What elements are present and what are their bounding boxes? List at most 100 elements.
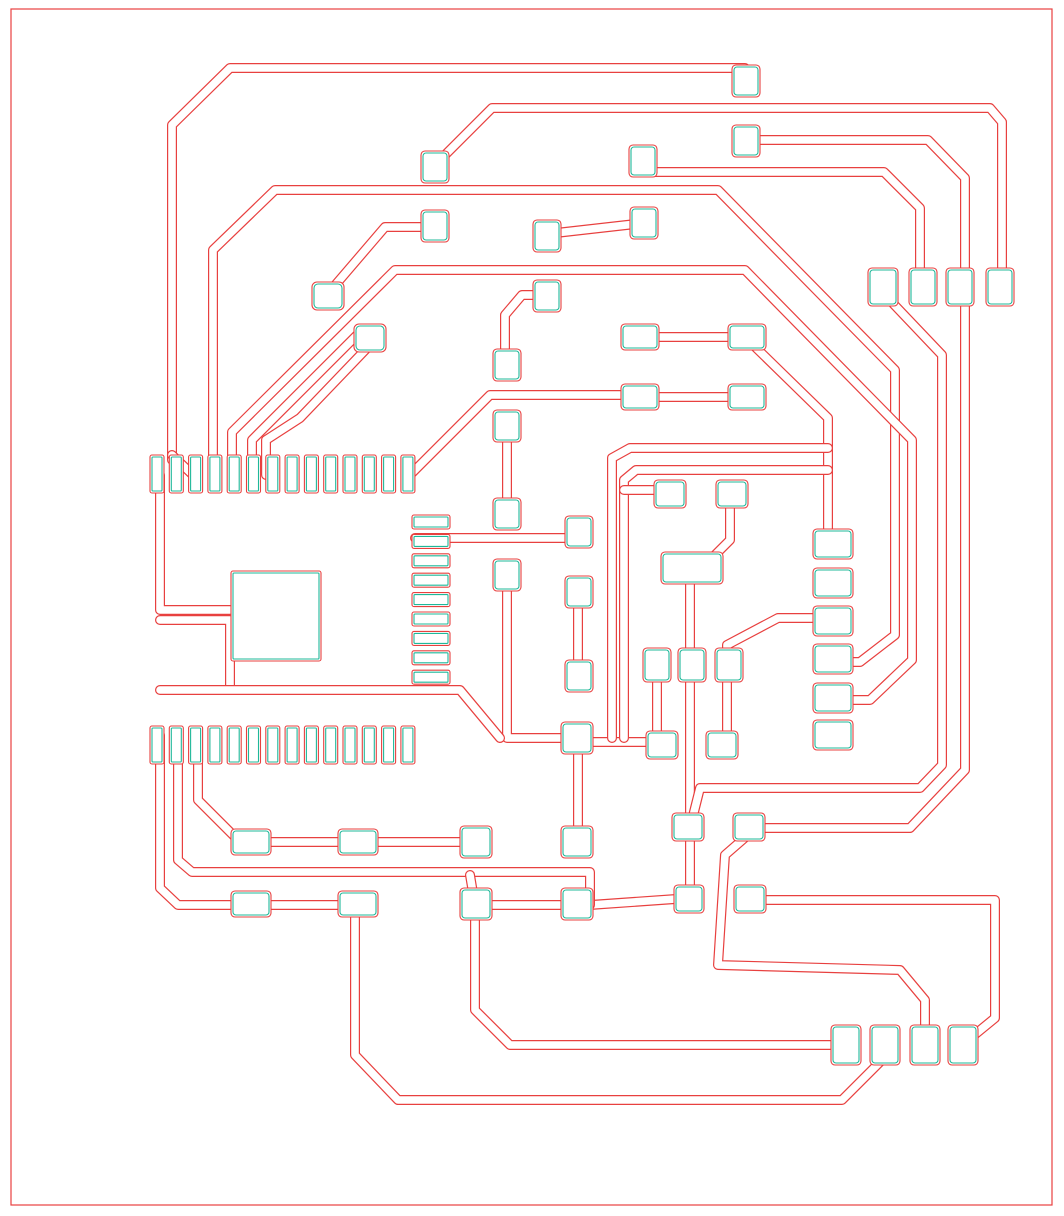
- trace-bottom-right-1-core: [686, 291, 946, 832]
- pad-845-1045-copper: [832, 1026, 860, 1064]
- ic-pin-top-4: [207, 454, 223, 494]
- ic-pin-top-13-outline: [381, 454, 397, 494]
- ic-pin-right-4-outline: [411, 572, 451, 588]
- ic-pin-bottom-3-copper: [190, 727, 202, 763]
- ic-pin-top-6: [245, 454, 262, 494]
- pad-507-512: [492, 497, 522, 531]
- pad-358-904-copper: [339, 892, 377, 916]
- pad-507-575-copper: [494, 560, 520, 590]
- pad-960-287: [945, 267, 975, 307]
- pad-250-904-copper: [232, 892, 270, 916]
- pad-640-337-copper: [622, 325, 658, 349]
- ic-pin-top-7-outline: [265, 454, 281, 494]
- pad-642-160: [628, 144, 658, 178]
- pad-475-905-outline: [459, 887, 493, 921]
- pad-730-492-outline: [715, 479, 749, 509]
- pad-547-234-outline: [532, 219, 562, 253]
- ic-pin-bottom-7-outline: [265, 725, 281, 765]
- ic-pin-right-4-copper: [413, 574, 449, 586]
- ic-pin-top-12-copper: [363, 456, 375, 492]
- ic-pin-top-10-copper: [325, 456, 337, 492]
- pad-507-365-outline: [492, 348, 522, 382]
- pad-960-287-copper: [947, 269, 973, 305]
- pad-507-427-outline: [492, 409, 522, 443]
- ic-pin-top-11-copper: [344, 456, 356, 492]
- trace-pad-128: [740, 135, 970, 290]
- pad-690-665-copper: [679, 649, 705, 681]
- ic-pin-bottom-6: [245, 725, 262, 765]
- ic-pin-right-9-outline: [411, 669, 451, 685]
- ic-pin-top-4-copper: [209, 456, 221, 492]
- pad-830-582-copper: [814, 569, 852, 597]
- ic-pin-top-12: [361, 454, 377, 494]
- trace-547-644-core: [543, 219, 648, 238]
- ic-pin-top-8: [284, 454, 300, 494]
- pad-962-1045-outline: [947, 1024, 979, 1066]
- ic-pin-bottom-14-copper: [402, 727, 414, 763]
- ic-pin-right-2: [411, 533, 451, 549]
- ic-pin-right-1-copper: [413, 516, 449, 528]
- pad-998-287-copper: [987, 269, 1013, 305]
- ic-pin-top-6-copper: [247, 456, 260, 492]
- ic-pin-top-5: [226, 454, 242, 494]
- pad-962-1045: [947, 1024, 979, 1066]
- pad-830-582-outline: [812, 567, 854, 599]
- ic-pin-right-5-copper: [413, 594, 449, 606]
- pad-top-745-80-copper: [733, 66, 759, 96]
- pad-745-397-copper: [729, 385, 765, 409]
- pad-690-828-copper: [673, 814, 703, 840]
- ic-pin-right-4: [411, 572, 451, 588]
- ic-pin-bottom-13-outline: [381, 725, 397, 765]
- pad-670-492: [653, 479, 687, 509]
- ic-pin-top-7: [265, 454, 281, 494]
- ic-pin-bottom-13-copper: [383, 727, 395, 763]
- ic-pin-bottom-4-copper: [209, 727, 221, 763]
- pad-top-745-80: [731, 64, 761, 98]
- pad-640-337: [620, 323, 660, 351]
- ic-pin-right-2-outline: [411, 533, 451, 549]
- pad-748-828: [732, 812, 766, 842]
- pad-644-223-outline: [629, 206, 659, 240]
- pad-875-287-copper: [869, 269, 897, 305]
- trace-ic-left-2-core: [156, 616, 234, 692]
- ic-ground-pad: [230, 570, 322, 662]
- pad-578-905-copper: [562, 889, 592, 919]
- pad-750-898: [733, 884, 767, 914]
- pad-690-665: [677, 647, 707, 683]
- ic-pin-bottom-1: [149, 725, 165, 765]
- pad-655-665: [642, 647, 672, 683]
- trace-pad-128-core: [741, 136, 969, 289]
- pad-diag-325: [311, 281, 345, 311]
- ic-pin-top-5-copper: [228, 456, 240, 492]
- ic-pin-top-8-copper: [286, 456, 298, 492]
- pad-640-397-copper: [622, 385, 658, 409]
- pad-690-828: [671, 812, 705, 842]
- ic-pin-bottom-5: [226, 725, 242, 765]
- ic-pin-bottom-2-outline: [168, 725, 184, 765]
- ic-pin-bottom-12-copper: [363, 727, 375, 763]
- pad-830-698-outline: [812, 682, 854, 714]
- pad-475-842-outline: [459, 825, 493, 859]
- pad-250-842-outline: [230, 828, 272, 856]
- pad-xtal-copper: [662, 553, 722, 583]
- pad-748-828-copper: [734, 814, 764, 840]
- pad-547-234-copper: [534, 221, 560, 251]
- ic-pin-right-6: [411, 611, 451, 627]
- ic-pin-right-8: [411, 650, 451, 666]
- ic-pin-top-7-copper: [267, 456, 279, 492]
- pad-507-512-outline: [492, 497, 522, 531]
- ic-pin-bottom-2: [168, 725, 184, 765]
- pad-547-295: [532, 279, 562, 313]
- ic-pin-bottom-8-outline: [284, 725, 300, 765]
- pad-730-492: [715, 479, 749, 509]
- ic-pin-bottom-11-copper: [344, 727, 356, 763]
- ic-ground-pad-outline: [230, 570, 322, 662]
- pad-358-904-outline: [337, 890, 379, 918]
- ic-pin-top-1-copper: [151, 456, 163, 492]
- pad-507-365-copper: [494, 350, 520, 380]
- ic-pin-bottom-13: [381, 725, 397, 765]
- pad-640-337-outline: [620, 323, 660, 351]
- pad-578-592-copper: [566, 577, 592, 607]
- trace-475-vert-core: [471, 901, 849, 1049]
- ic-pin-right-9: [411, 669, 451, 685]
